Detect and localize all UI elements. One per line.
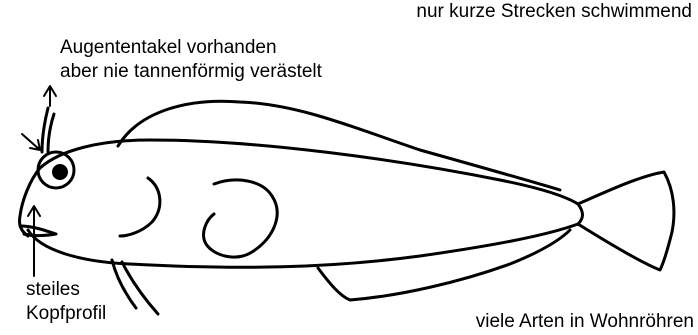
profile-label-line1: steiles bbox=[26, 278, 106, 302]
swimming-label: nur kurze Strecken schwimmend bbox=[416, 0, 692, 24]
eye-tentacle bbox=[42, 108, 54, 152]
tubes-label: viele Arten in Wohnröhren bbox=[476, 310, 694, 334]
tentacle-arrow bbox=[44, 86, 56, 106]
tentacle-base-arrow bbox=[22, 134, 40, 150]
profile-label: steiles Kopfprofil bbox=[26, 278, 106, 326]
gill-cover bbox=[120, 178, 160, 236]
anal-fin bbox=[318, 230, 570, 300]
dorsal-fin bbox=[118, 101, 560, 190]
eye-pupil bbox=[52, 164, 68, 180]
pelvic-fin bbox=[112, 260, 158, 314]
tentacle-label: Augententakel vorhanden aber nie tannenf… bbox=[60, 36, 322, 84]
tail-fin bbox=[578, 172, 674, 270]
body-lower-outline bbox=[28, 224, 578, 267]
tentacle-label-line1: Augententakel vorhanden bbox=[60, 36, 322, 60]
profile-label-line2: Kopfprofil bbox=[26, 302, 106, 326]
caudal-peduncle bbox=[578, 204, 583, 224]
pectoral-fin bbox=[204, 180, 278, 257]
tentacle-label-line2: aber nie tannenförmig verästelt bbox=[60, 60, 322, 84]
mouth bbox=[20, 226, 56, 236]
